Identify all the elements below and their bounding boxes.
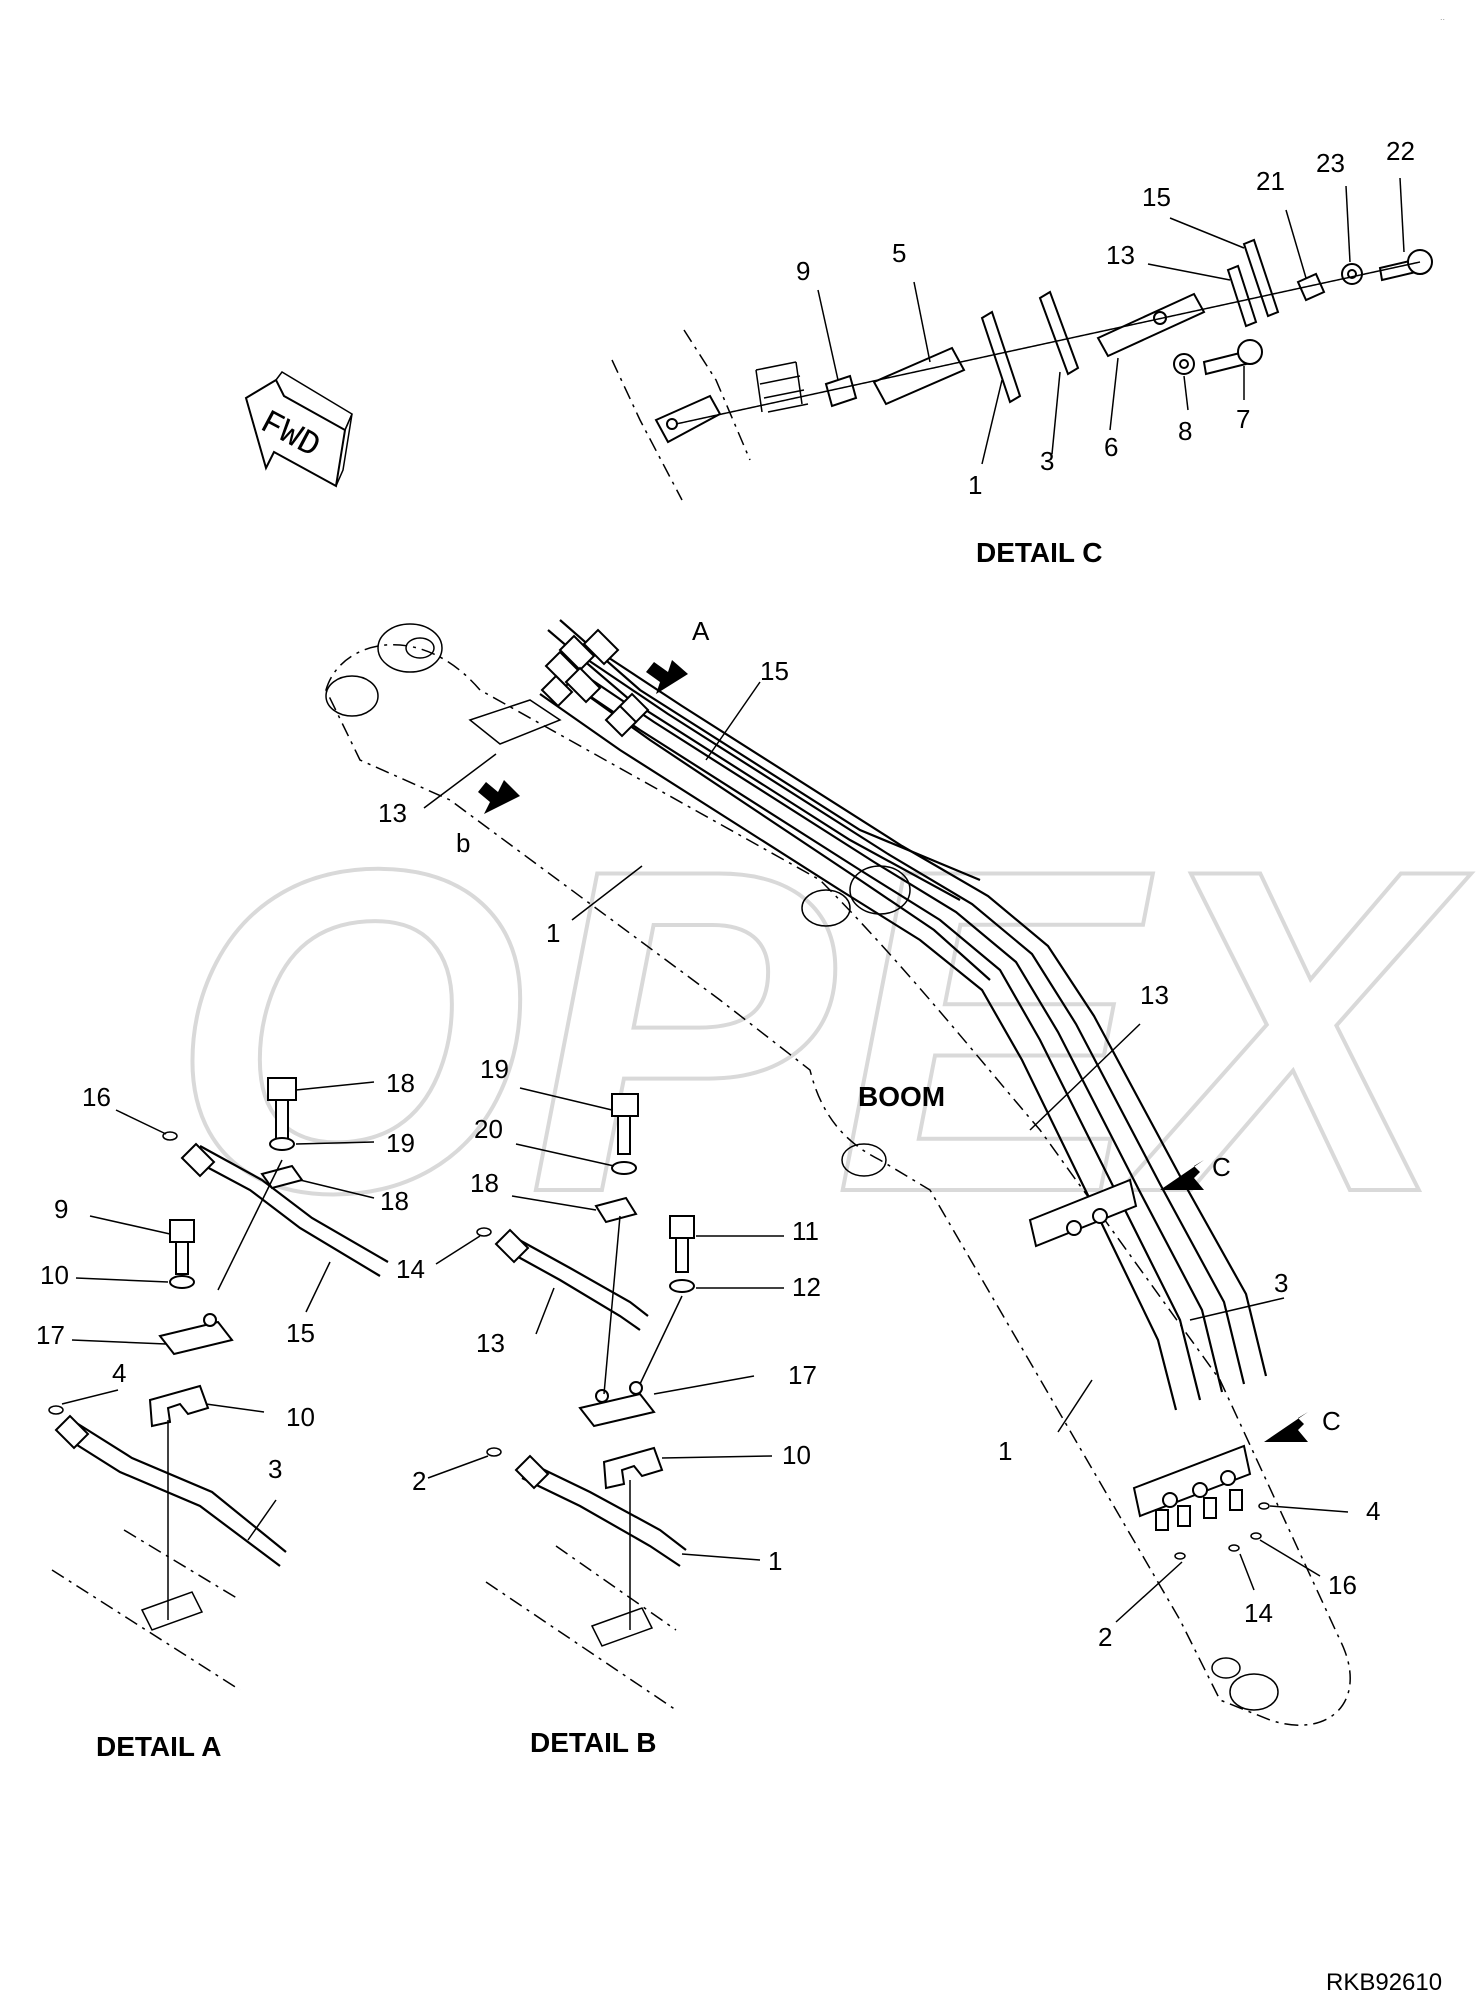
b-callout-18: 18 [470, 1168, 499, 1198]
clamp-5 [872, 346, 966, 406]
b-callout-12: 12 [792, 1272, 821, 1302]
boom-title: BOOM [858, 1081, 945, 1112]
boom-callout-14: 14 [1244, 1598, 1273, 1628]
b-callout-20: 20 [474, 1114, 503, 1144]
view-arrow-c-upper-icon [1160, 1160, 1204, 1190]
view-label-b: b [456, 828, 470, 858]
boom-callout-16: 16 [1328, 1570, 1357, 1600]
boom-callout-13b: 13 [1140, 980, 1169, 1010]
corner-mark: .. [1440, 12, 1445, 22]
detail-b: 19 20 18 14 11 12 13 17 2 10 1 DETAIL B [396, 1054, 821, 1758]
clamp-upper [1028, 1178, 1138, 1248]
a-callout-4: 4 [112, 1358, 126, 1388]
view-label-c-lower: C [1322, 1406, 1341, 1436]
callout-13: 13 [1106, 240, 1135, 270]
a-callout-16: 16 [82, 1082, 111, 1112]
detail-c: 22 23 21 15 13 9 5 1 3 6 8 7 DETAIL C [611, 136, 1433, 568]
a-callout-10a: 10 [40, 1260, 69, 1290]
boom-callout-1a: 1 [546, 918, 560, 948]
a-callout-15: 15 [286, 1318, 315, 1348]
a-callout-18a: 18 [386, 1068, 415, 1098]
plate-13 [1226, 264, 1258, 328]
boom-callout-13a: 13 [378, 798, 407, 828]
callout-21: 21 [1256, 166, 1285, 196]
callout-3: 3 [1040, 446, 1054, 476]
boom-assembly: A b C C 15 13 1 13 3 1 4 16 14 2 BOOM [325, 616, 1380, 1726]
view-arrow-b-icon [478, 780, 520, 814]
detail-a: 16 18 19 18 9 10 15 17 4 10 3 DETAIL A [36, 1068, 415, 1762]
b-callout-2: 2 [412, 1466, 426, 1496]
plate-3 [1038, 290, 1080, 376]
a-callout-9: 9 [54, 1194, 68, 1224]
boom-callout-2: 2 [1098, 1622, 1112, 1652]
callout-6: 6 [1104, 432, 1118, 462]
detail-c-title: DETAIL C [976, 537, 1103, 568]
view-arrow-a-icon [646, 660, 688, 694]
b-callout-13: 13 [476, 1328, 505, 1358]
callout-7: 7 [1236, 404, 1250, 434]
boom-callout-15: 15 [760, 656, 789, 686]
boom-callout-4: 4 [1366, 1496, 1380, 1526]
clamp-9 [824, 374, 858, 408]
boom-callout-3: 3 [1274, 1268, 1288, 1298]
view-arrow-c-lower-icon [1264, 1412, 1308, 1442]
callout-23: 23 [1316, 148, 1345, 178]
callout-1: 1 [968, 470, 982, 500]
fwd-arrow-icon: FWD [244, 371, 353, 488]
detail-b-title: DETAIL B [530, 1727, 657, 1758]
a-callout-18b: 18 [380, 1186, 409, 1216]
plate-1 [980, 310, 1022, 404]
detail-a-title: DETAIL A [96, 1731, 221, 1762]
watermark-text: OPEX [170, 775, 1472, 1288]
view-label-c-upper: C [1212, 1152, 1231, 1182]
view-label-a: A [692, 616, 710, 646]
callout-5: 5 [892, 238, 906, 268]
b-callout-14: 14 [396, 1254, 425, 1284]
callout-15: 15 [1142, 182, 1171, 212]
callout-9: 9 [796, 256, 810, 286]
b-callout-19: 19 [480, 1054, 509, 1084]
b-callout-1: 1 [768, 1546, 782, 1576]
b-callout-10: 10 [782, 1440, 811, 1470]
boom-callout-1b: 1 [998, 1436, 1012, 1466]
a-callout-10b: 10 [286, 1402, 315, 1432]
a-callout-17: 17 [36, 1320, 65, 1350]
a-callout-3: 3 [268, 1454, 282, 1484]
a-callout-19: 19 [386, 1128, 415, 1158]
drawing-reference: RKB92610 [1326, 1969, 1442, 1996]
clamp-6 [1096, 292, 1206, 358]
plate-21 [1296, 272, 1326, 302]
callout-22: 22 [1386, 136, 1415, 166]
b-callout-11: 11 [792, 1216, 819, 1246]
callout-8: 8 [1178, 416, 1192, 446]
b-callout-17: 17 [788, 1360, 817, 1390]
plate-15 [1242, 238, 1280, 318]
